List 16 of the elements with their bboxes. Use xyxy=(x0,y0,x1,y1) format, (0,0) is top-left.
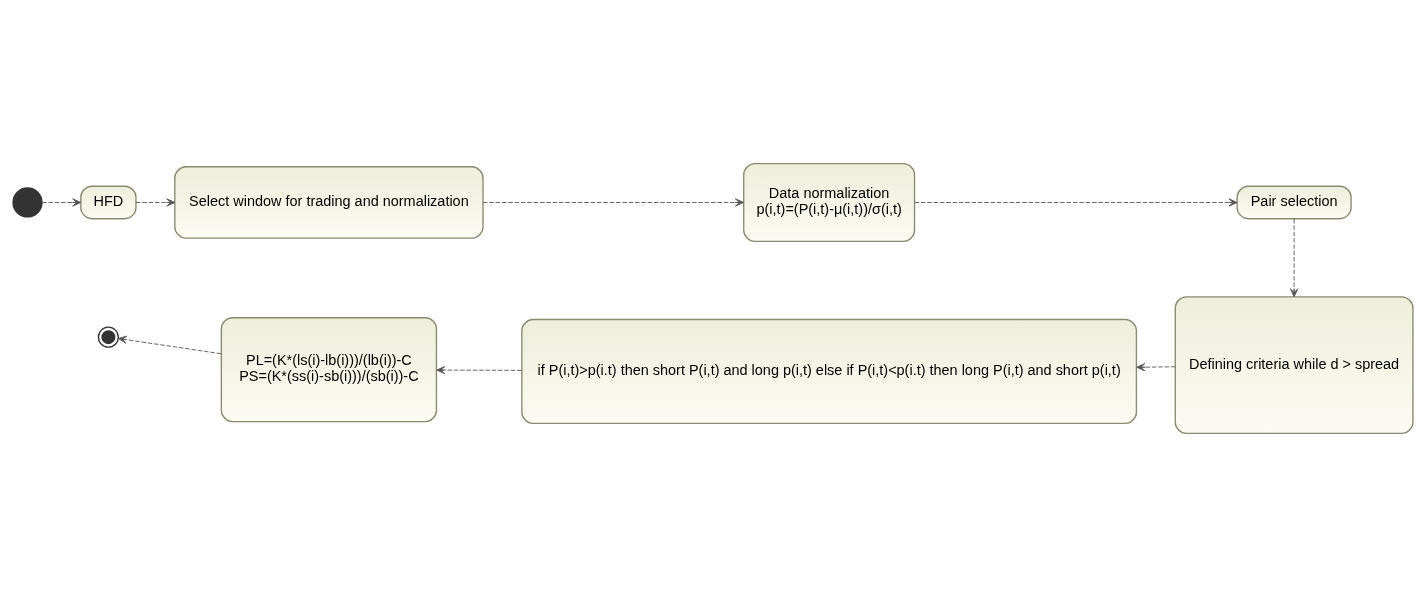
node-box: if P(i,t)>p(i.t) then short P(i,t) and long p(i,t) else if P(i,t)<p(i.t) then long P(i,t) and short p(i,t) xyxy=(521,318,1138,424)
arrow xyxy=(436,365,523,374)
arrow xyxy=(914,197,1238,207)
node-box: Select window for trading and normalization xyxy=(174,165,484,239)
node-box: PL=(K*(ls(i)-lb(i)))/(lb(i))-C PS=(K*(ss(i)-sb(i)))/(sb(i))-C xyxy=(220,316,438,422)
arrow xyxy=(41,197,82,207)
arrow xyxy=(117,335,222,354)
node-box: Pair selection xyxy=(1236,185,1352,219)
arrow xyxy=(482,197,744,207)
node-box: Data normalization p(i,t)=(P(i,t)-μ(i,t))/σ(i,t) xyxy=(743,162,916,242)
arrow xyxy=(1136,362,1176,371)
arrow xyxy=(135,197,176,207)
arrow xyxy=(1290,218,1299,297)
node-box: HFD xyxy=(80,185,137,219)
node-box: Defining criteria while d > spread xyxy=(1174,295,1414,434)
node-circle xyxy=(12,186,43,218)
